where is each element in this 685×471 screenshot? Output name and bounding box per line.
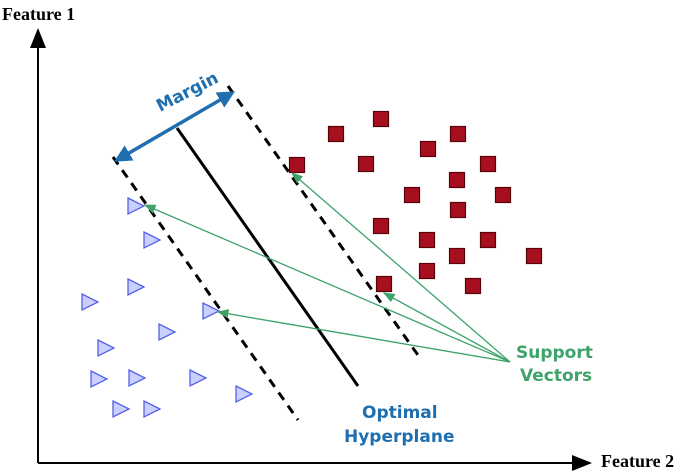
support-vectors-label-line2: Vectors [520, 366, 592, 386]
triangle-icon [90, 369, 109, 389]
square-icon [372, 217, 390, 235]
square-icon [418, 231, 436, 249]
hyperplane-label-line2: Hyperplane [344, 427, 455, 447]
square-icon [494, 186, 512, 204]
margin-boundary-left [111, 156, 300, 421]
square-icon [464, 277, 482, 295]
triangle-icon [128, 368, 147, 388]
margin-label: Margin [153, 68, 222, 116]
class-a-points [288, 110, 543, 295]
triangle-icon [189, 368, 208, 388]
triangle-icon [158, 322, 177, 342]
x-axis-label: Feature 2 [601, 451, 674, 471]
triangle-icon [81, 292, 100, 312]
square-icon [372, 110, 390, 128]
square-icon [449, 201, 467, 219]
triangle-icon [143, 230, 162, 250]
triangle-icon [143, 399, 162, 419]
support-vector-arrow [216, 309, 511, 363]
triangle-icon [97, 338, 116, 358]
square-icon [418, 262, 436, 280]
square-icon [288, 156, 306, 174]
square-icon [403, 186, 421, 204]
class-b-points [81, 196, 254, 419]
square-icon [357, 155, 375, 173]
hyperplane-label-line1: Optimal [362, 403, 438, 423]
square-icon [525, 247, 543, 265]
support-vector-arrow [143, 204, 511, 363]
support-vector-arrows [143, 172, 511, 363]
square-icon [449, 125, 467, 143]
square-icon [419, 140, 437, 158]
triangle-icon [235, 384, 254, 404]
support-vectors-label-line1: Support [516, 343, 593, 363]
margin-boundary-right [226, 85, 422, 359]
margin-arrow [113, 91, 236, 162]
square-icon [448, 171, 466, 189]
triangle-icon [202, 301, 221, 321]
support-vector-arrow [291, 172, 511, 363]
triangle-icon [112, 399, 131, 419]
square-icon [479, 155, 497, 173]
square-icon [375, 275, 393, 293]
y-axis-label: Feature 1 [2, 4, 75, 24]
triangle-icon [127, 196, 146, 216]
square-icon [479, 231, 497, 249]
triangle-icon [127, 277, 146, 297]
square-icon [327, 125, 345, 143]
square-icon [448, 247, 466, 265]
support-vector-arrow [382, 292, 511, 363]
